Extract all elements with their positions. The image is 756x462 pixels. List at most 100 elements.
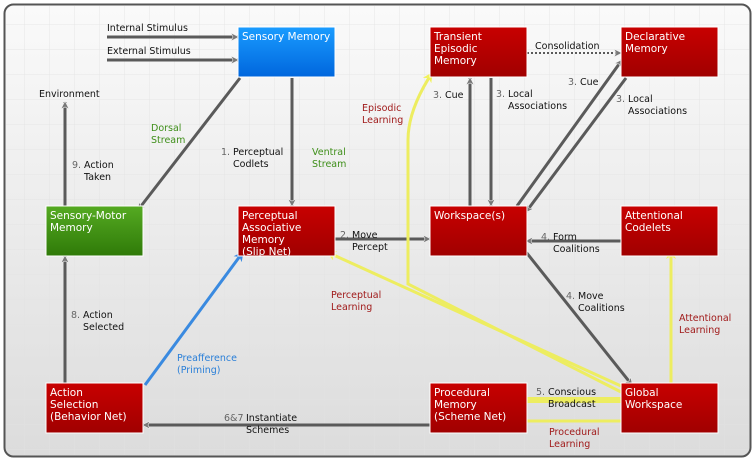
priming-arrow <box>143 251 245 386</box>
label-internal-stimulus: Internal Stimulus <box>107 23 188 34</box>
label-text: Form <box>553 232 577 243</box>
label-cue-tem: 3.Cue <box>433 90 464 101</box>
module-label: Memory <box>434 55 477 67</box>
label-text: Instantiate <box>246 413 297 424</box>
module-label: Memory <box>242 234 285 246</box>
perceptual-learning-arrow <box>326 250 622 388</box>
label-preafference: Preafference(Priming) <box>177 353 237 376</box>
module-label: (Scheme Net) <box>434 411 506 423</box>
label-text: Learning <box>362 115 403 126</box>
local-assoc-dm-arrow <box>524 77 628 212</box>
module-label: Episodic <box>434 43 478 55</box>
label-environment: Environment <box>39 89 100 100</box>
label-text: Learning <box>549 439 590 450</box>
module-label: Memory <box>50 222 93 234</box>
label-text: Cue <box>580 77 599 88</box>
module-label: Workspace <box>625 399 682 411</box>
step-number: 3. <box>496 89 505 100</box>
label-text: Cue <box>445 90 464 101</box>
label-text: Episodic <box>362 103 401 114</box>
move-coalitions-arrow <box>524 251 634 385</box>
step-number: 4. <box>541 232 550 243</box>
label-text: Associations <box>508 101 567 112</box>
label-text: Local <box>508 89 533 100</box>
label-consolidation: Consolidation <box>535 41 600 52</box>
module-label: Attentional <box>625 210 683 222</box>
label-text: Associations <box>628 106 687 117</box>
module-label: (Behavior Net) <box>50 411 127 423</box>
label-text: Stream <box>312 159 346 170</box>
label-text: Action <box>83 310 113 321</box>
label-text: Stream <box>151 135 185 146</box>
module-label: Action <box>50 387 83 399</box>
module-label: Sensory-Motor <box>50 210 127 222</box>
step-number: 4. <box>566 291 575 302</box>
module-label: Memory <box>434 399 477 411</box>
label-text: Action <box>84 160 114 171</box>
label-text: Ventral <box>312 147 346 158</box>
label-text: Move <box>578 291 604 302</box>
step-number: 3. <box>616 94 625 105</box>
step-number: 2. <box>340 230 349 241</box>
module-label: Workspace(s) <box>434 210 505 222</box>
module-label: Transient <box>433 31 482 43</box>
label-text: Environment <box>39 89 100 100</box>
step-number: 6&7 <box>224 413 244 424</box>
label-text: Consolidation <box>535 41 600 52</box>
step-number: 9. <box>72 160 81 171</box>
module-workspace: Workspace(s) <box>429 205 528 257</box>
module-label: Declarative <box>625 31 685 43</box>
label-text: Move <box>352 230 378 241</box>
label-text: (Priming) <box>177 365 220 376</box>
label-text: Broadcast <box>548 399 596 410</box>
label-text: Perceptual <box>331 290 381 301</box>
label-text: Taken <box>83 172 111 183</box>
label-text: Selected <box>83 322 124 333</box>
module-label: (Slip Net) <box>242 246 291 258</box>
step-number: 1. <box>221 147 230 158</box>
label-text: Learning <box>331 302 372 313</box>
label-text: Percept <box>352 242 388 253</box>
module-label: Procedural <box>434 387 490 399</box>
label-text: External Stimulus <box>107 46 191 57</box>
step-number: 5. <box>536 387 545 398</box>
step-number: 8. <box>71 310 80 321</box>
label-text: Attentional <box>679 313 731 324</box>
module-label: Global <box>625 387 659 399</box>
step-number: 3. <box>433 90 442 101</box>
label-text: Procedural <box>549 427 600 438</box>
label-text: Local <box>628 94 653 105</box>
label-text: Schemes <box>246 425 289 436</box>
label-text: Coalitions <box>553 244 600 255</box>
label-text: Learning <box>679 325 720 336</box>
module-label: Perceptual <box>242 210 298 222</box>
label-text: Dorsal <box>151 123 181 134</box>
module-label: Memory <box>625 43 668 55</box>
cue-dm-arrow <box>515 60 624 207</box>
label-external-stimulus: External Stimulus <box>107 46 191 57</box>
label-cue-dm: 3.Cue <box>568 77 599 88</box>
